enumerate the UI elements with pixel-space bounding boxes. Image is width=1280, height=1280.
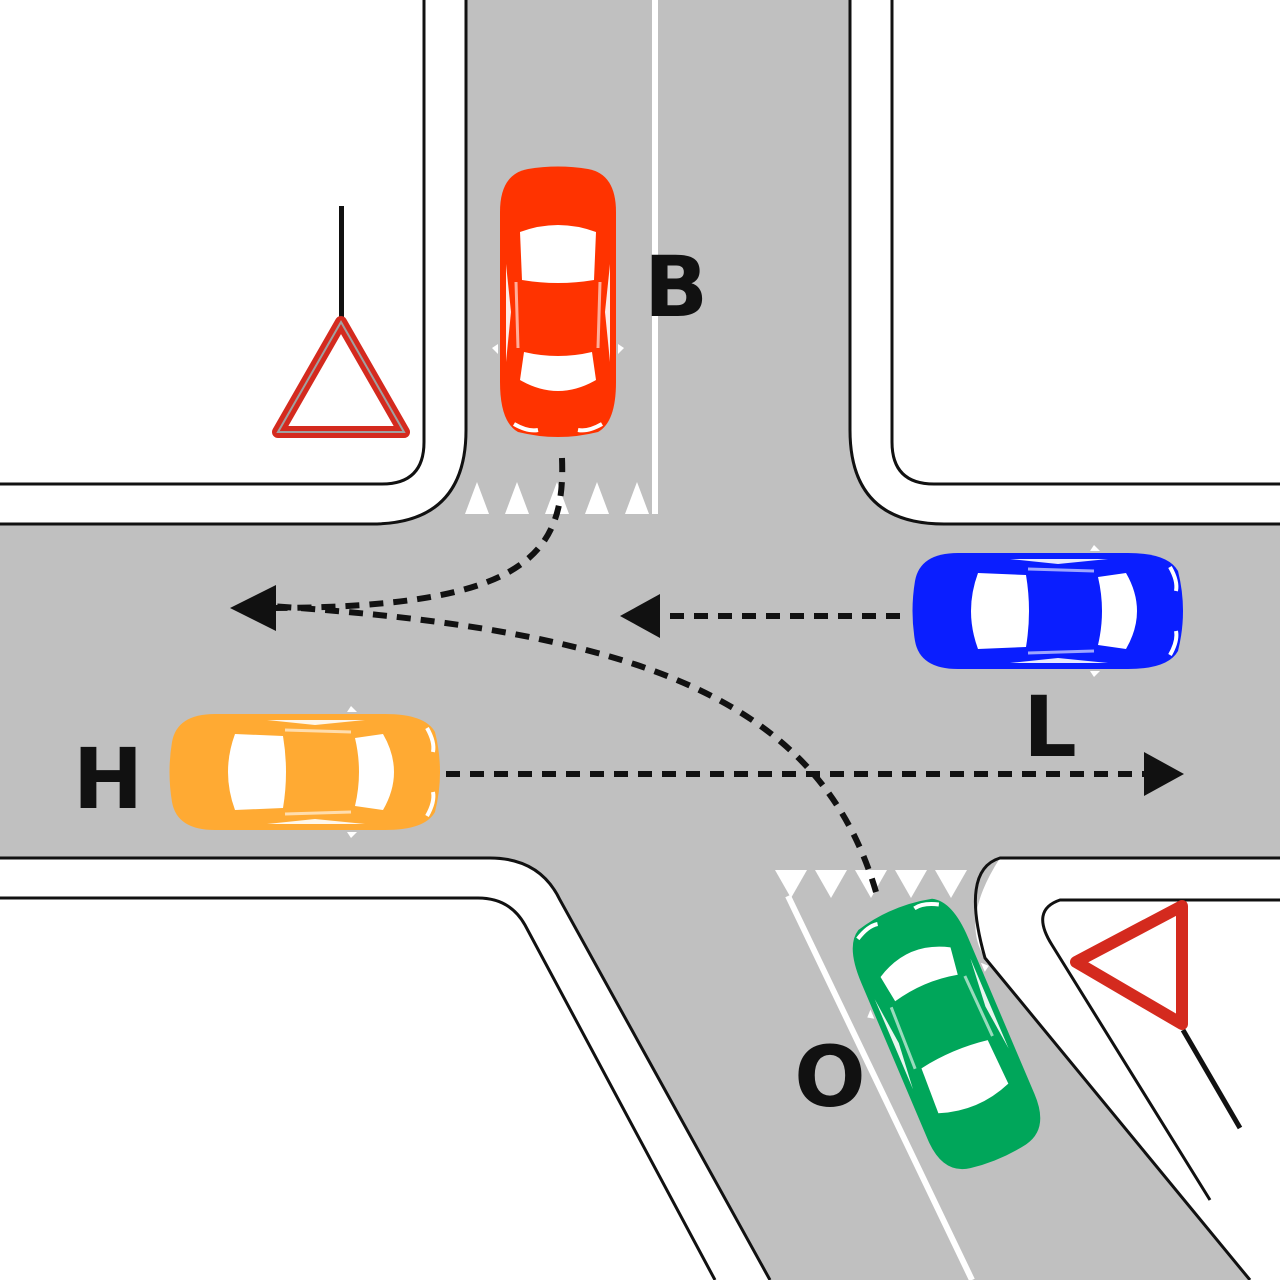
sign-post: [339, 206, 344, 330]
arrow-west-icon: [620, 594, 660, 638]
give-way-marks-south: [775, 870, 967, 898]
path-arrowheads: [230, 585, 1184, 796]
curb-outer-ne: [848, 0, 1280, 526]
yield-sign-se: [1070, 900, 1243, 1130]
sign-post: [1180, 1028, 1243, 1130]
curb-inner-ne: [890, 0, 1280, 486]
path-o-left-turn: [269, 603, 879, 893]
car-b: [490, 164, 626, 439]
car-l: [910, 543, 1185, 679]
path-b-left-turn: [249, 457, 566, 612]
give-way-marks-north: [465, 482, 649, 514]
curb-inner-se: [1041, 898, 1280, 1201]
centre-line-north: [652, 0, 658, 514]
curb-inner-nw: [0, 0, 426, 486]
yield-sign-nw: [272, 206, 410, 438]
curb-outer-nw: [0, 0, 468, 526]
yield-triangle-icon: [1070, 900, 1188, 1030]
arrow-west-icon: [230, 585, 276, 631]
car-h: [167, 704, 442, 840]
lane-markings: [465, 0, 975, 1280]
curb-inner-sw: [0, 896, 717, 1280]
vehicle-paths: [249, 457, 1148, 893]
curb-outer-sw: [0, 856, 772, 1280]
car-label-l: L: [1023, 678, 1077, 776]
curb-outer-se: [973, 856, 1280, 1280]
car-label-h: H: [73, 730, 143, 828]
car-label-b: B: [644, 238, 708, 336]
centre-line-south: [785, 894, 975, 1280]
arrow-east-icon: [1144, 752, 1184, 796]
car-label-o: O: [794, 1028, 865, 1126]
